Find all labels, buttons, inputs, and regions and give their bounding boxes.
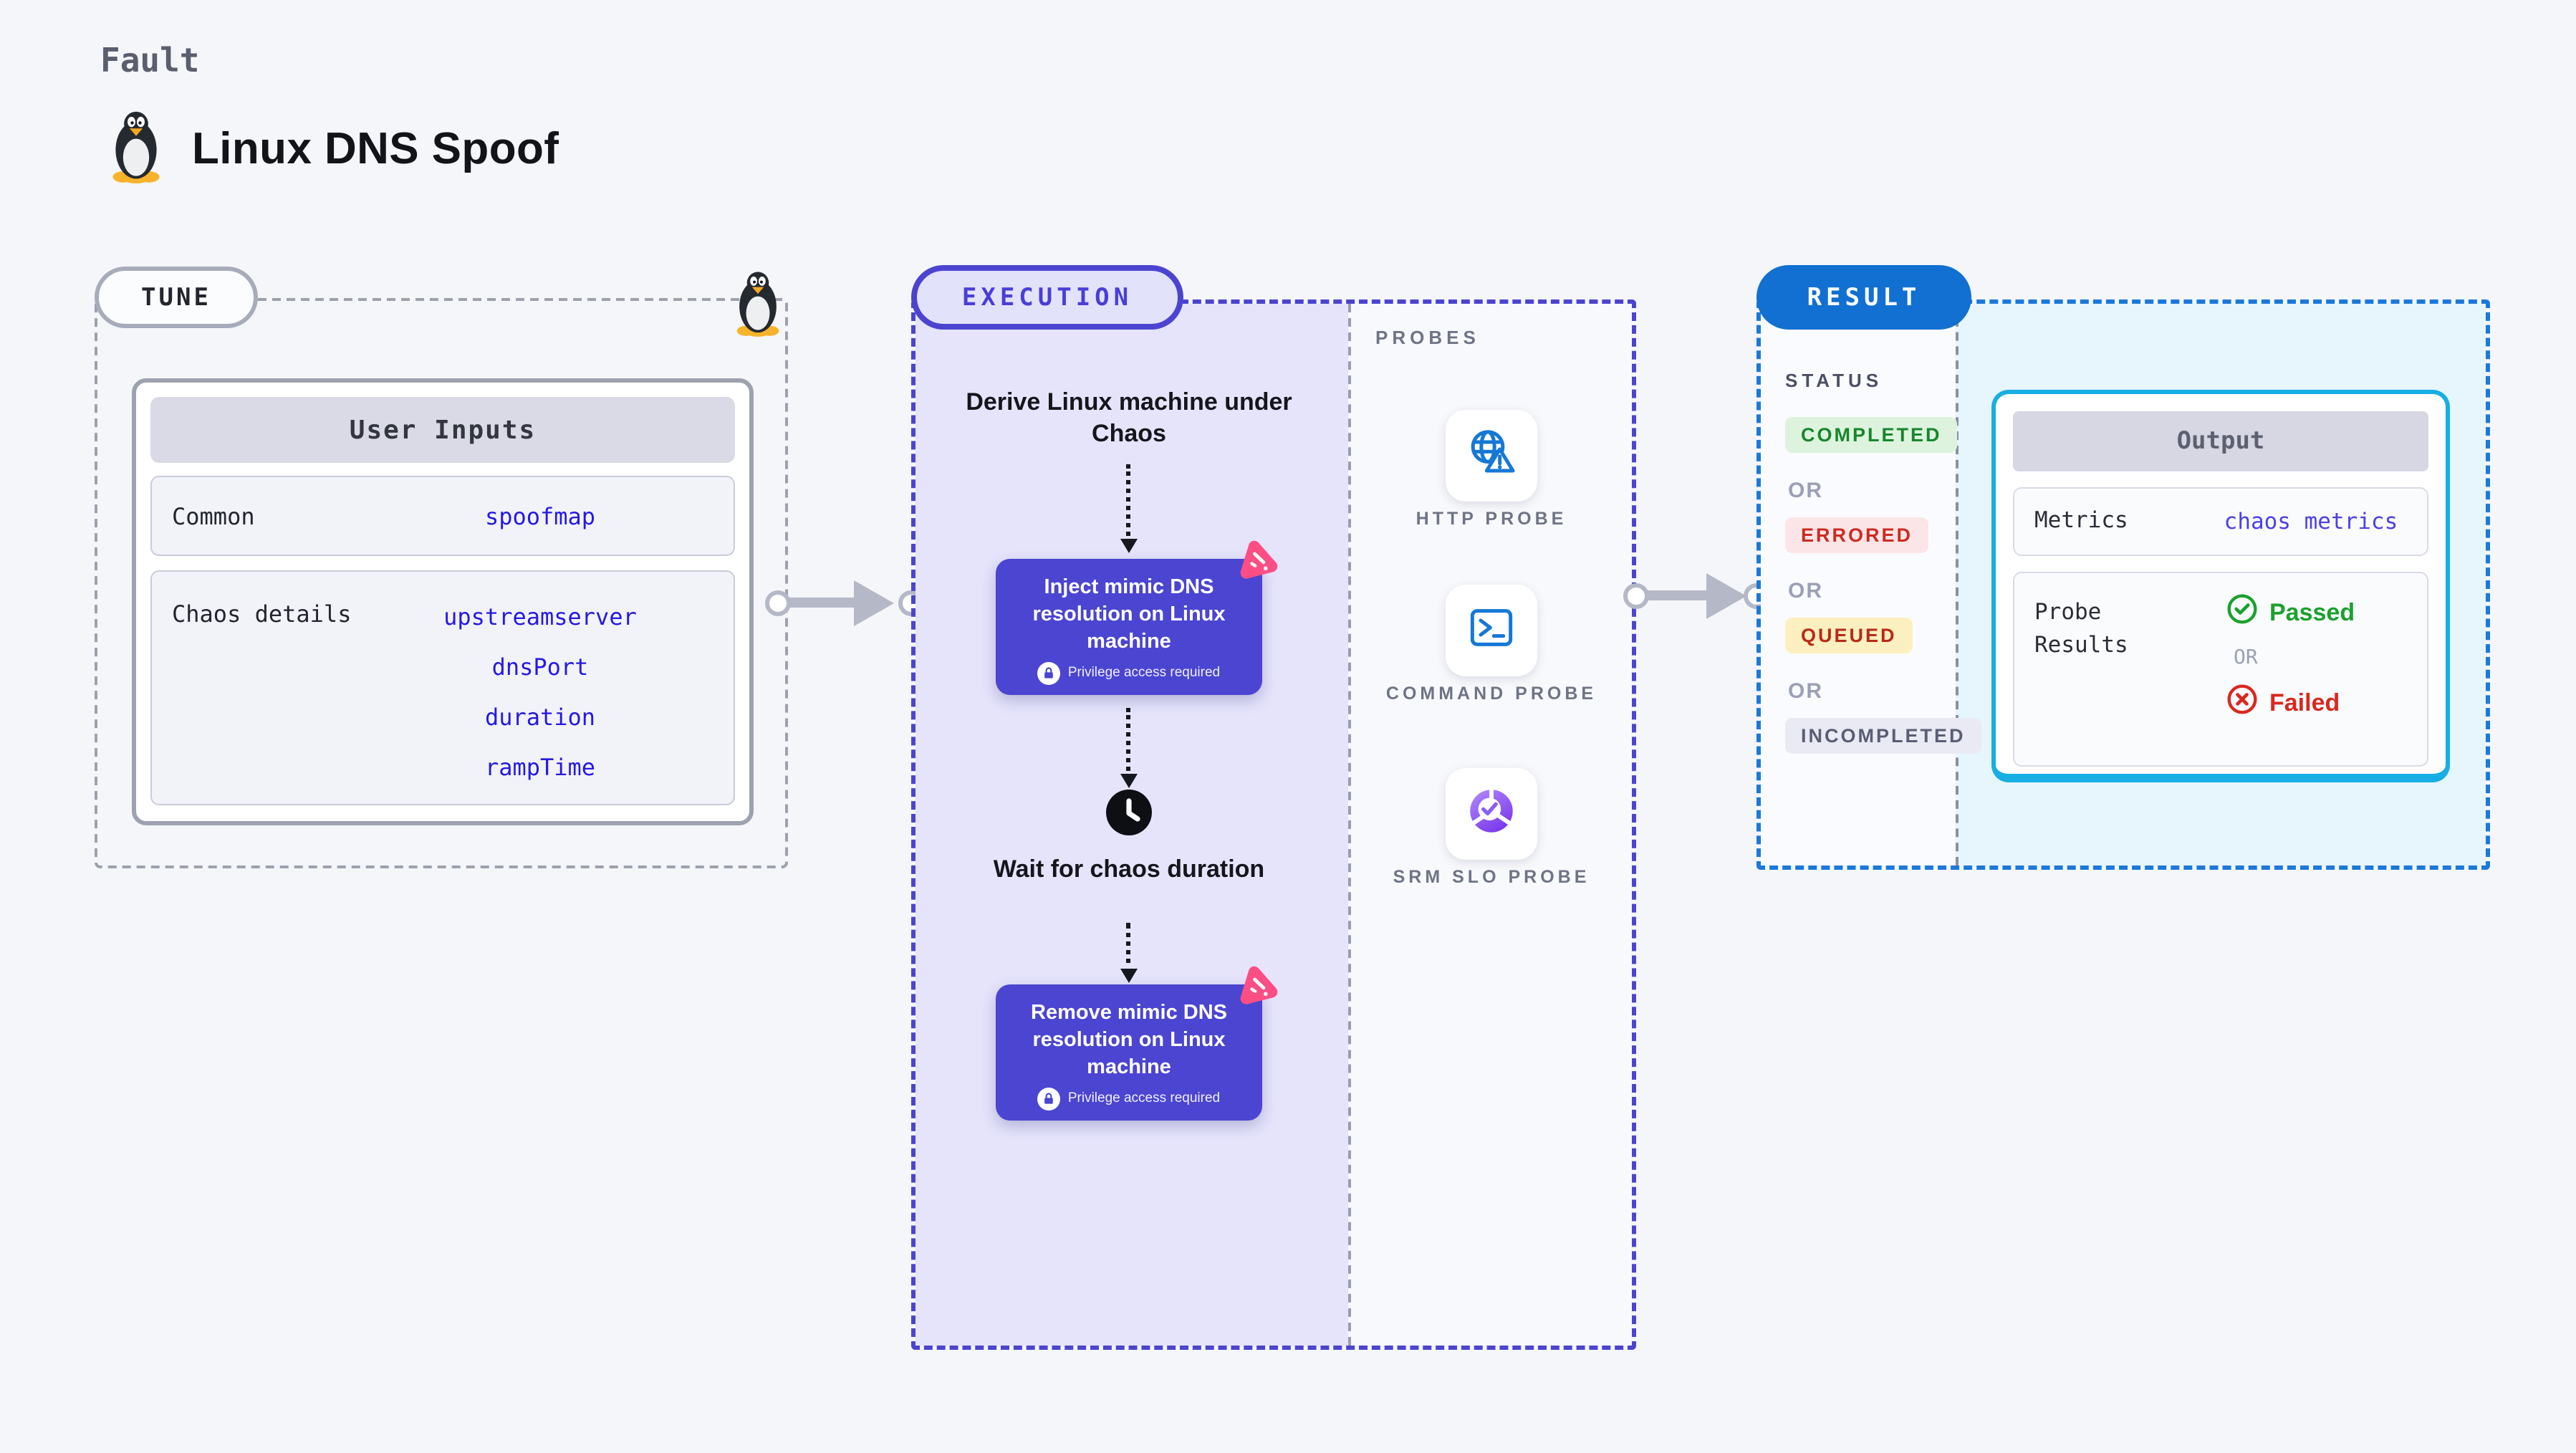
probe-results-values: Passed OR Failed [2195, 573, 2427, 722]
metrics-label: Metrics [2034, 507, 2128, 534]
user-inputs-header: User Inputs [150, 397, 735, 463]
failed-x-icon [2226, 684, 2258, 722]
user-inputs-card: User Inputs Common spoofmap Chaos detail… [132, 378, 754, 825]
derive-step-label: Derive Linux machine under Chaos [966, 388, 1292, 448]
or-separator: OR [1788, 579, 1823, 603]
failed-row: Failed [2226, 684, 2427, 722]
chaos-detail-value: dnsPort [491, 653, 589, 681]
output-panel: Output Metrics chaos metrics Probe Resul… [1991, 390, 2450, 782]
or-separator: OR [2234, 646, 2258, 669]
status-badge-incompleted: INCOMPLETED [1785, 718, 1981, 754]
inject-node-label: Inject mimic DNS resolution on Linux mac… [1032, 576, 1226, 653]
command-probe-card [1446, 585, 1537, 676]
metrics-value: chaos metrics [2224, 509, 2398, 534]
chaos-detail-value: upstreamserver [443, 603, 637, 630]
connector-line [1646, 590, 1709, 600]
or-separator: OR [1788, 479, 1823, 503]
tune-zone [95, 298, 788, 868]
tune-pill: TUNE [95, 267, 258, 328]
privilege-note: Privilege access required [1067, 1090, 1221, 1107]
privilege-row: Privilege access required [1010, 1087, 1248, 1111]
passed-check-icon [2226, 593, 2258, 632]
wait-clock-icon [1105, 788, 1153, 837]
user-input-row-common: Common spoofmap [150, 476, 735, 556]
http-probe-card [1446, 410, 1537, 502]
lock-icon [1037, 661, 1061, 685]
srm-slo-probe-icon [1461, 780, 1522, 848]
privilege-row: Privilege access required [1010, 661, 1248, 685]
connector-endpoint [765, 590, 791, 616]
input-row-label: Chaos details [172, 600, 352, 628]
inject-chaos-node: Inject mimic DNS resolution on Linux mac… [996, 559, 1262, 695]
execution-pill: EXECUTION [911, 265, 1183, 330]
remove-chaos-node: Remove mimic DNS resolution on Linux mac… [996, 984, 1262, 1121]
input-row-label: Common [172, 502, 255, 529]
page-title: Linux DNS Spoof [192, 123, 559, 173]
connector-arrowhead-icon [1706, 573, 1746, 619]
fault-kicker: Fault [100, 43, 200, 80]
tune-tux-icon [731, 269, 785, 337]
user-input-row-chaos-details: Chaos details upstreamserver dnsPort dur… [150, 570, 735, 805]
passed-row: Passed [2226, 593, 2427, 632]
flow-arrow-down-icon [1120, 923, 1138, 983]
privilege-note: Privilege access required [1067, 665, 1221, 681]
lock-icon [1037, 1087, 1061, 1111]
probe-results-label: Probe Results [2034, 599, 2128, 658]
wait-step-label: Wait for chaos duration [993, 855, 1265, 883]
command-probe-label: COMMAND PROBE [1385, 684, 1597, 704]
output-header: Output [2013, 411, 2428, 471]
connector-arrowhead-icon [854, 580, 894, 626]
chaos-fault-icon [1234, 536, 1285, 588]
chaos-detail-values: upstreamserver dnsPort duration rampTime [387, 572, 734, 792]
failed-label: Failed [2269, 689, 2340, 716]
status-pane [1761, 304, 1956, 865]
srm-slo-probe-card [1446, 768, 1537, 860]
input-row-value: spoofmap [484, 502, 596, 529]
status-badge-errored: ERRORED [1785, 517, 1929, 553]
status-badge-queued: QUEUED [1785, 618, 1913, 653]
remove-node-label: Remove mimic DNS resolution on Linux mac… [1031, 1002, 1227, 1079]
flow-arrow-down-icon [1120, 464, 1138, 553]
linux-tux-icon [106, 109, 166, 183]
probe-results-row: Probe Results Passed OR [2013, 572, 2428, 767]
srm-slo-probe-label: SRM SLO PROBE [1393, 867, 1590, 887]
chaos-detail-value: duration [484, 704, 596, 731]
http-probe-icon [1463, 423, 1520, 488]
status-badge-completed: COMPLETED [1785, 417, 1958, 453]
command-probe-icon [1463, 598, 1520, 663]
http-probe-label: HTTP PROBE [1416, 509, 1567, 529]
or-separator: OR [1788, 679, 1823, 704]
probes-zone-label: PROBES [1375, 327, 1480, 348]
status-label: STATUS [1785, 370, 1883, 391]
connector-line [788, 598, 857, 608]
connector-endpoint [1623, 583, 1649, 609]
chaos-detail-value: rampTime [484, 754, 596, 781]
passed-label: Passed [2269, 598, 2355, 625]
result-pill: RESULT [1756, 265, 1971, 330]
chaos-fault-icon [1234, 962, 1285, 1013]
metrics-row: Metrics chaos metrics [2013, 487, 2428, 556]
flow-arrow-down-icon [1120, 708, 1138, 788]
